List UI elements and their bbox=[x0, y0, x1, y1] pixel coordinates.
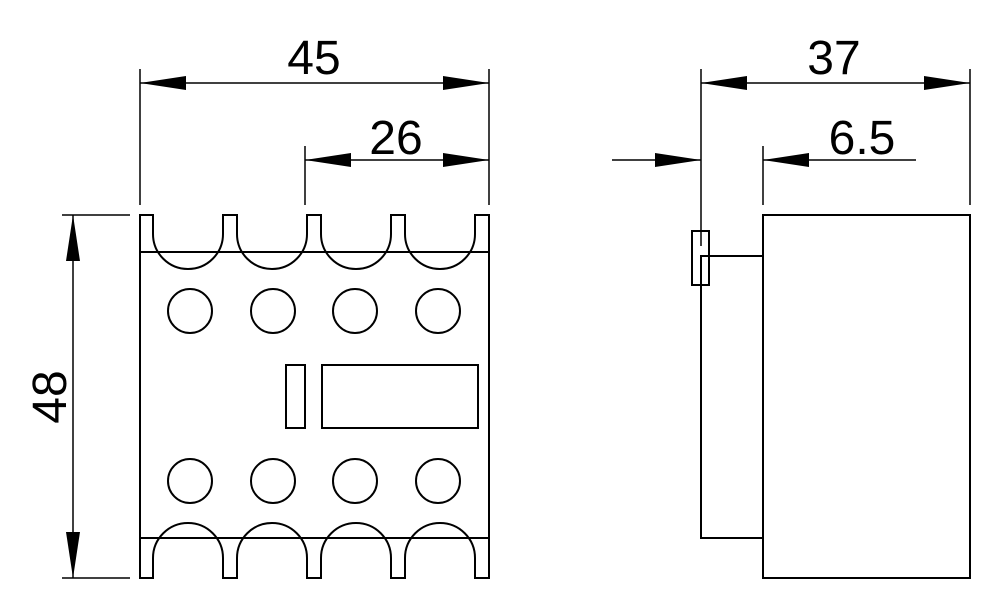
dim-label-48: 48 bbox=[24, 370, 77, 423]
dimension-45: 45 bbox=[139, 32, 490, 205]
front-body bbox=[139, 251, 490, 539]
side-body bbox=[762, 214, 971, 579]
side-mount bbox=[700, 255, 764, 539]
small-label-slot bbox=[285, 364, 306, 429]
dim-label-45: 45 bbox=[287, 32, 340, 85]
label-window bbox=[321, 364, 479, 429]
screw-hole bbox=[332, 458, 378, 504]
dim-label-37: 37 bbox=[807, 32, 860, 85]
screw-hole bbox=[415, 458, 461, 504]
screw-hole bbox=[167, 288, 213, 334]
dim-label-26: 26 bbox=[369, 112, 422, 165]
dimension-6-5: 6.5 bbox=[612, 112, 916, 205]
screw-hole bbox=[250, 458, 296, 504]
screw-hole bbox=[415, 288, 461, 334]
dimension-37: 37 bbox=[700, 32, 971, 246]
side-view bbox=[691, 214, 971, 579]
dimension-48: 48 bbox=[24, 214, 130, 579]
front-top-terminals bbox=[139, 214, 490, 270]
front-view bbox=[139, 214, 490, 579]
dim-label-6-5: 6.5 bbox=[829, 112, 896, 165]
screw-hole bbox=[332, 288, 378, 334]
front-bottom-terminals bbox=[139, 522, 490, 579]
screw-hole bbox=[250, 288, 296, 334]
screw-hole bbox=[167, 458, 213, 504]
dimension-26: 26 bbox=[304, 112, 489, 205]
